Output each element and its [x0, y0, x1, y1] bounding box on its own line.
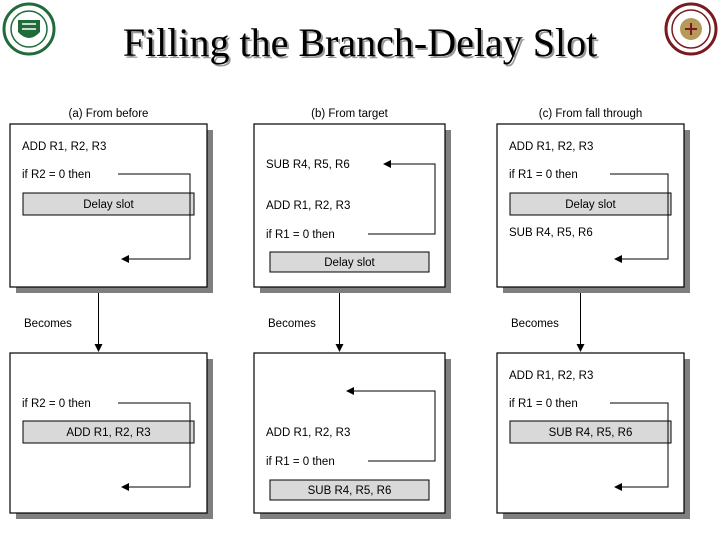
before-line-0-0: ADD R1, R2, R3 [22, 141, 106, 153]
branch-arrow-before-0 [118, 173, 191, 263]
after-slot-0 [22, 420, 195, 444]
after-slot-2-label: SUB R4, R5, R6 [549, 427, 633, 439]
branch-arrow-after-0 [118, 402, 191, 491]
branch-arrow-after-2 [610, 402, 669, 491]
before-slot-2-label: Delay slot [565, 199, 616, 211]
before-line-2-0: ADD R1, R2, R3 [509, 141, 593, 153]
before-line-0-1: if R2 = 0 then [22, 169, 91, 181]
before-slot-0-label: Delay slot [83, 199, 134, 211]
before-slot-1-label: Delay slot [324, 257, 375, 269]
column-header-0: (a) From before [69, 108, 149, 120]
branch-arrow-before-2 [610, 173, 669, 263]
column-header-1: (b) From target [311, 108, 388, 120]
before-line-1-2: if R1 = 0 then [266, 229, 335, 241]
becomes-label-0: Becomes [24, 318, 72, 330]
left-university-seal-icon [2, 2, 56, 56]
before-slot-1 [269, 251, 430, 273]
after-slot-2 [509, 420, 672, 444]
after-slot-1 [269, 479, 430, 501]
before-line-1-1: ADD R1, R2, R3 [266, 200, 350, 212]
becomes-label-1: Becomes [268, 318, 316, 330]
branch-arrow-after-1 [346, 387, 436, 462]
after-line-0-0: if R2 = 0 then [22, 398, 91, 410]
after-line-1-0: ADD R1, R2, R3 [266, 427, 350, 439]
after-line-2-1: if R1 = 0 then [509, 398, 578, 410]
after-slot-0-label: ADD R1, R2, R3 [66, 427, 150, 439]
before-line-2-1: if R1 = 0 then [509, 169, 578, 181]
branch-arrow-before-1 [368, 160, 436, 235]
becomes-label-2: Becomes [511, 318, 559, 330]
after-slot-1-label: SUB R4, R5, R6 [308, 485, 392, 497]
before-line-1-0: SUB R4, R5, R6 [266, 159, 350, 171]
before-line-2-2: SUB R4, R5, R6 [509, 227, 593, 239]
before-slot-0 [22, 192, 195, 216]
slide-title: Filling the Branch-Delay Slot [122, 20, 598, 65]
after-line-1-1: if R1 = 0 then [266, 456, 335, 468]
after-line-2-0: ADD R1, R2, R3 [509, 370, 593, 382]
right-university-seal-icon [664, 2, 718, 56]
before-slot-2 [509, 192, 672, 216]
column-header-2: (c) From fall through [539, 108, 643, 120]
